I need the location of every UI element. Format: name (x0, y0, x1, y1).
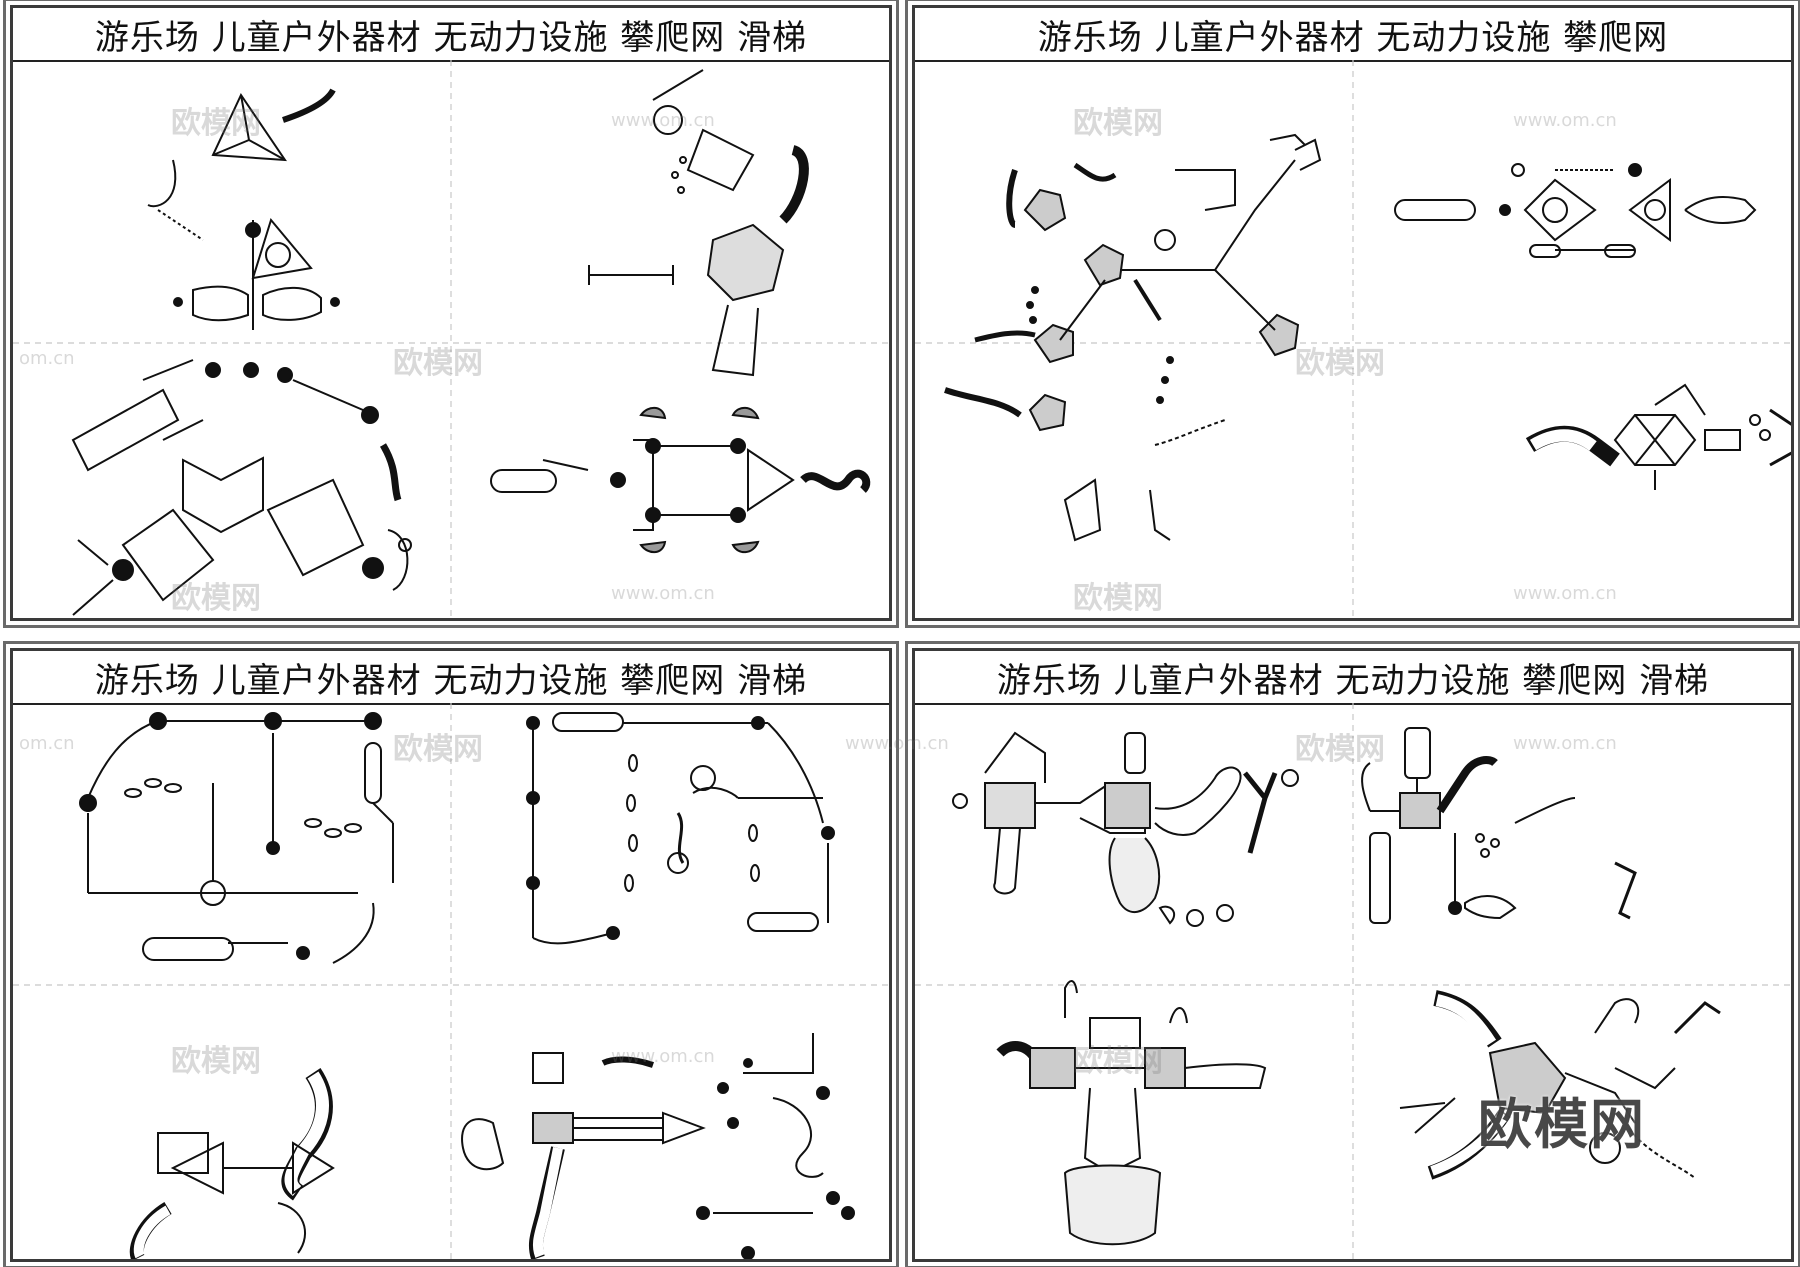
drawing-sheet-4: 游乐场 儿童户外器材 无动力设施 攀爬网 滑梯 (845, 648, 1794, 1262)
sheet-title: 游乐场 儿童户外器材 无动力设施 攀爬网 滑梯 (915, 651, 1791, 705)
playground-plan-drawing (915, 703, 1791, 1259)
playground-plan-drawing (915, 60, 1791, 618)
drawing-sheet-2: 游乐场 儿童户外器材 无动力设施 攀爬网 (912, 5, 1794, 621)
sheet-title: 游乐场 儿童户外器材 无动力设施 攀爬网 滑梯 (13, 8, 889, 62)
playground-plan-drawing (13, 703, 889, 1259)
drawing-sheet-3: 游乐场 儿童户外器材 无动力设施 攀爬网 滑梯 (10, 648, 892, 1262)
sheet-title: 游乐场 儿童户外器材 无动力设施 攀爬网 (915, 8, 1791, 62)
playground-plan-drawing (13, 60, 889, 618)
drawing-sheet-1: 游乐场 儿童户外器材 无动力设施 攀爬网 滑梯 (10, 5, 892, 621)
sheet-title: 游乐场 儿童户外器材 无动力设施 攀爬网 滑梯 (13, 651, 889, 705)
corner-watermark: 欧模网 (1478, 1093, 1646, 1156)
